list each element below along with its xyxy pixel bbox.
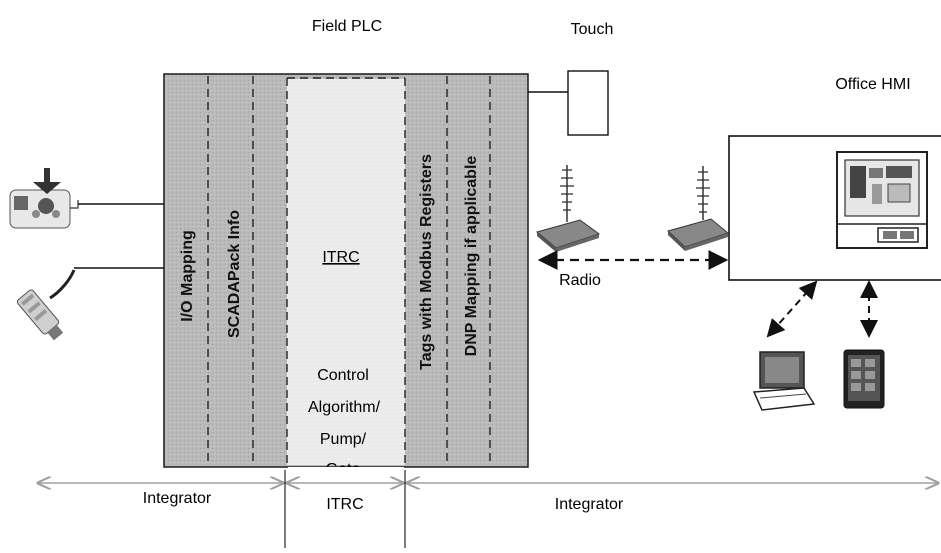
tablet-icon [843, 349, 885, 409]
desktop-hmi-computer-icon [836, 151, 928, 249]
radio-label: Radio [559, 272, 601, 289]
itrc-control-column [287, 79, 405, 465]
office-hmi-label: Office HMI [835, 76, 910, 93]
radio-modem-icon [535, 165, 601, 252]
float-switch-sensor-icon [9, 168, 79, 229]
tags-modbus-label: Tags with Modbus Registers [418, 154, 435, 370]
control-line-1: Control [317, 367, 369, 384]
laptop-link-arrow [766, 280, 818, 338]
radio-modem-icon [667, 166, 730, 251]
touch-panel-icon [567, 70, 609, 136]
io-mapping-label: I/O Mapping [179, 230, 196, 322]
integrator-right-label: Integrator [555, 496, 624, 513]
laptop-icon [752, 351, 816, 411]
itrc-scope-label: ITRC [326, 496, 363, 513]
field-plc-label: Field PLC [312, 18, 382, 35]
pressure-transducer-icon [16, 269, 76, 341]
dnp-mapping-label: DNP Mapping if applicable [463, 156, 480, 357]
scope-dividers [284, 470, 406, 548]
integrator-left-label: Integrator [143, 490, 212, 507]
control-line-2: Algorithm/ [308, 399, 381, 416]
field-plc-block [163, 73, 529, 468]
itrc-title: ITRC [322, 249, 359, 266]
scadapack-info-label: SCADAPack Info [226, 210, 243, 338]
touch-label: Touch [571, 21, 614, 38]
control-line-3: Pump/ [320, 431, 367, 448]
